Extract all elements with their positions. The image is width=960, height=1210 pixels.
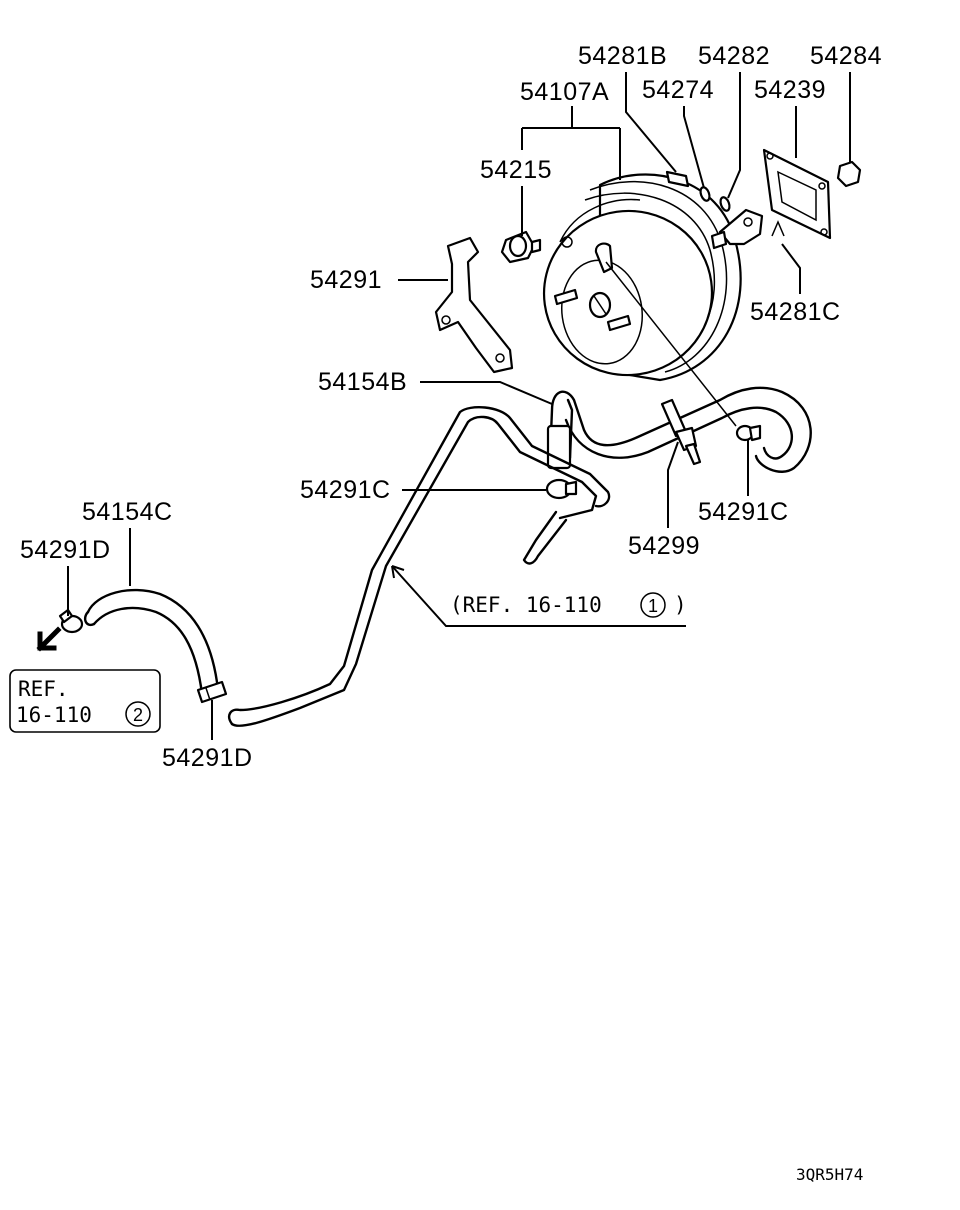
label-54154C: 54154C	[82, 498, 173, 526]
nut-54284[interactable]	[836, 160, 862, 188]
ring-54274[interactable]	[699, 186, 711, 202]
ref1-close: )	[674, 593, 687, 617]
clamp-54291D-left[interactable]	[58, 608, 84, 634]
label-54291D-left: 54291D	[20, 536, 111, 564]
ring-54282[interactable]	[719, 196, 731, 212]
label-54154B: 54154B	[318, 368, 407, 396]
clamp-54291D-lower[interactable]	[196, 680, 228, 704]
label-54291C-lower: 54291C	[300, 476, 391, 504]
label-54291C-right: 54291C	[698, 498, 789, 526]
booster-stud	[553, 236, 632, 332]
valve-grommet-54215[interactable]	[500, 230, 542, 264]
clamp-54291C-lower[interactable]	[545, 478, 578, 500]
bracket-54291[interactable]	[434, 236, 514, 374]
ref2-box	[9, 669, 161, 733]
drawing-code: 3QR5H74	[796, 1165, 863, 1184]
label-54281C: 54281C	[750, 298, 841, 326]
label-54274: 54274	[642, 76, 714, 104]
clamp-54291C-right[interactable]	[735, 424, 762, 442]
label-54291: 54291	[310, 266, 382, 294]
ref1-text: (REF. 16-110	[450, 593, 602, 617]
ref2-circle-number: 2	[133, 705, 143, 725]
label-54281B: 54281B	[578, 42, 667, 70]
label-54107A: 54107A	[520, 78, 609, 106]
pin-54281B[interactable]	[665, 170, 690, 188]
gasket-54239[interactable]	[762, 148, 832, 240]
arrow-down-left-icon	[36, 626, 62, 652]
brake-booster[interactable]	[533, 173, 742, 385]
label-54291D-lower: 54291D	[162, 744, 253, 772]
ref2-circle	[125, 701, 151, 727]
part-labels: 54281B 54282 54284 54107A 54274 54239 54…	[20, 42, 882, 772]
fitting-54299[interactable]	[660, 398, 702, 466]
vacuum-pipe[interactable]	[228, 406, 611, 727]
hose-54154B[interactable]	[546, 386, 812, 473]
label-54284: 54284	[810, 42, 882, 70]
ref1-circle-number: 1	[648, 596, 658, 616]
clip-54281C[interactable]	[771, 220, 785, 237]
leader-lines	[67, 72, 851, 740]
label-54299: 54299	[628, 532, 700, 560]
ref1-circle	[640, 592, 666, 618]
label-54282: 54282	[698, 42, 770, 70]
label-54215: 54215	[480, 156, 552, 184]
ref2-line2: 16-110	[16, 703, 92, 727]
hose-54154C[interactable]	[83, 588, 220, 696]
label-54239: 54239	[754, 76, 826, 104]
ref-callout-16-110-1[interactable]: (REF. 16-110 1 )	[450, 592, 687, 618]
clevis-rod[interactable]	[710, 208, 764, 250]
ref-callout-16-110-2[interactable]: REF. 16-110 2	[9, 669, 161, 733]
ref2-line1: REF.	[18, 677, 69, 701]
